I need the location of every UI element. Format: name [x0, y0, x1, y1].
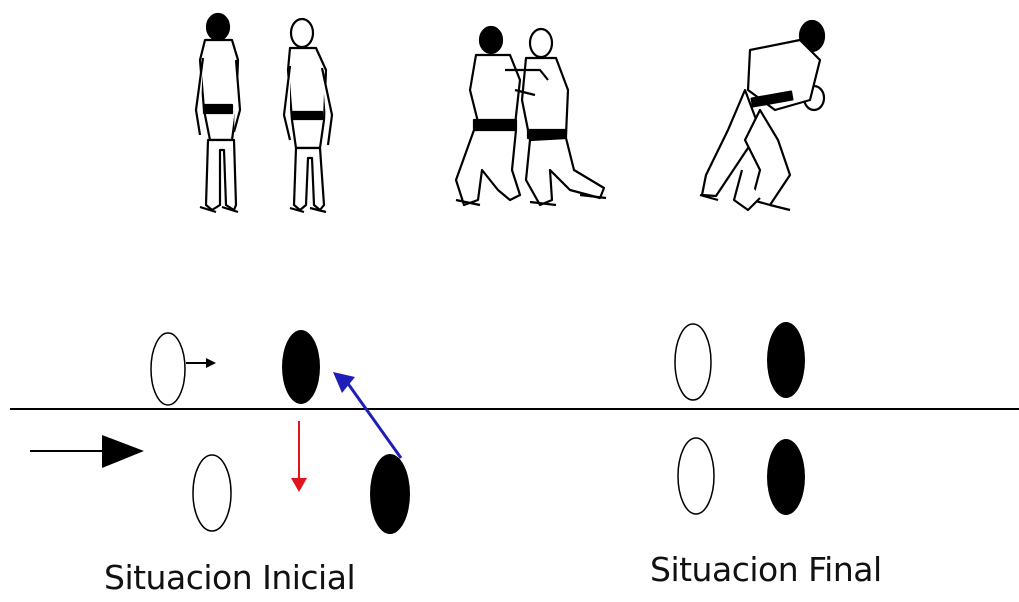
black-ellipse-bottom — [370, 454, 410, 534]
final-white-ellipse-top — [674, 323, 712, 401]
final-black-ellipse-bottom — [767, 439, 805, 515]
white-ellipse-bottom — [192, 454, 232, 532]
initial-situation — [30, 330, 410, 534]
judoka-pair-gripping — [454, 25, 607, 207]
judoka-pair-standing — [194, 12, 334, 214]
judoka-pair-throw — [699, 19, 826, 212]
black-ellipse-top — [282, 330, 320, 404]
final-situation — [674, 322, 805, 515]
final-black-ellipse-top — [767, 322, 805, 398]
white-ellipse-top — [150, 332, 186, 406]
caption-initial: Situacion Inicial — [104, 558, 356, 597]
caption-final: Situacion Final — [650, 550, 882, 589]
blue-arrowhead — [333, 372, 355, 393]
red-arrowhead — [291, 478, 307, 492]
final-white-ellipse-bottom — [677, 437, 715, 515]
blue-arrow — [342, 377, 403, 459]
black-arrow-big-head — [102, 435, 144, 468]
